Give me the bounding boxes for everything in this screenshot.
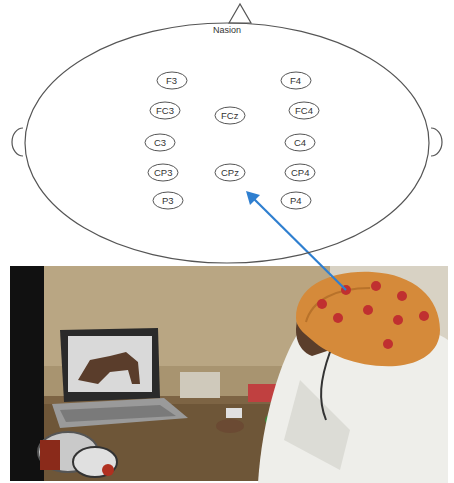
electrode-label: P3: [162, 196, 174, 206]
electrode-site: CP3: [147, 163, 179, 182]
electrode-site: FCz: [214, 106, 246, 125]
electrode-label: FCz: [221, 111, 238, 121]
electrode-site: FC4: [288, 101, 320, 120]
electrode-site: FC3: [149, 101, 181, 120]
electrode-label: FC3: [156, 106, 174, 116]
electrode-site: F3: [156, 71, 188, 90]
electrode-site: F4: [280, 71, 312, 90]
electrode-site: CPz: [214, 163, 246, 182]
pointer-arrow: [246, 191, 346, 290]
electrode-site: C4: [284, 133, 316, 152]
electrode-label: FC4: [295, 106, 313, 116]
photo: [10, 266, 448, 483]
electrode-label: F3: [166, 76, 177, 86]
landmark-label: Nasion: [213, 26, 241, 35]
electrode-site: C3: [144, 133, 176, 152]
nose-outline: [229, 4, 251, 23]
head-shape: [24, 22, 430, 264]
electrode-label: P4: [290, 196, 302, 206]
electrode-site: P3: [152, 191, 184, 210]
right-ear: [431, 128, 442, 156]
electrode-label: CP3: [154, 168, 172, 178]
electrode-site: P4: [280, 191, 312, 210]
electrode-site: CP4: [284, 163, 316, 182]
electrode-label: CPz: [221, 168, 239, 178]
head-outline: NasionF3 F4FC3FCz FC4C3 C4CP3 CPz CP4P3 P4: [24, 22, 430, 264]
left-ear: [12, 128, 23, 156]
electrode-label: C4: [294, 138, 306, 148]
electrode-label: CP4: [291, 168, 309, 178]
electrode-label: F4: [290, 76, 301, 86]
electrode-label: C3: [154, 138, 166, 148]
